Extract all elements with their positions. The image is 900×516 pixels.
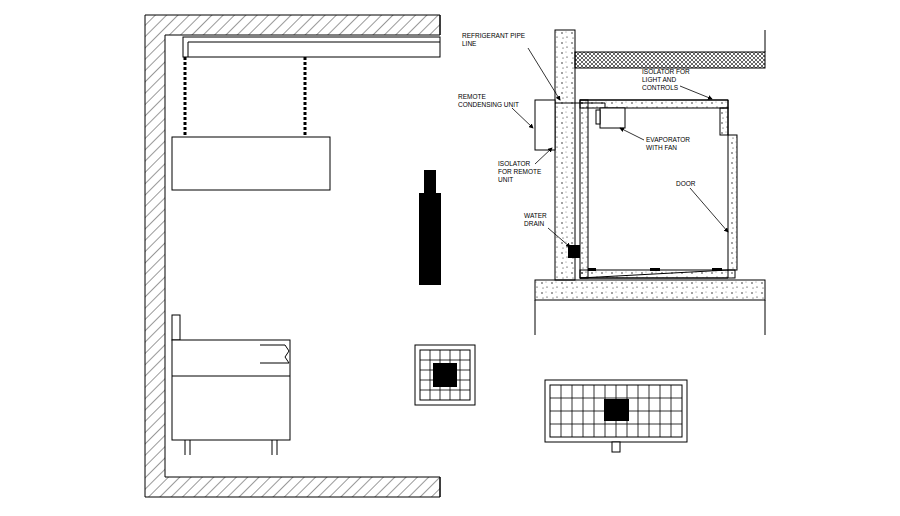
callout-label: DOOR <box>676 180 706 188</box>
callout-label: ISOLATOR FOR LIGHT AND CONTROLS <box>642 68 706 92</box>
callout-label: EVAPORATOR WITH FAN <box>646 136 690 152</box>
callout-label: ISOLATOR FOR REMOTE UNIT <box>498 160 544 184</box>
callout-label: REMOTE CONDENSING UNIT <box>458 93 522 109</box>
callout-label: WATER DRAIN <box>524 212 554 228</box>
callout-label: REFRIGERANT PIPE LINE <box>462 32 528 48</box>
